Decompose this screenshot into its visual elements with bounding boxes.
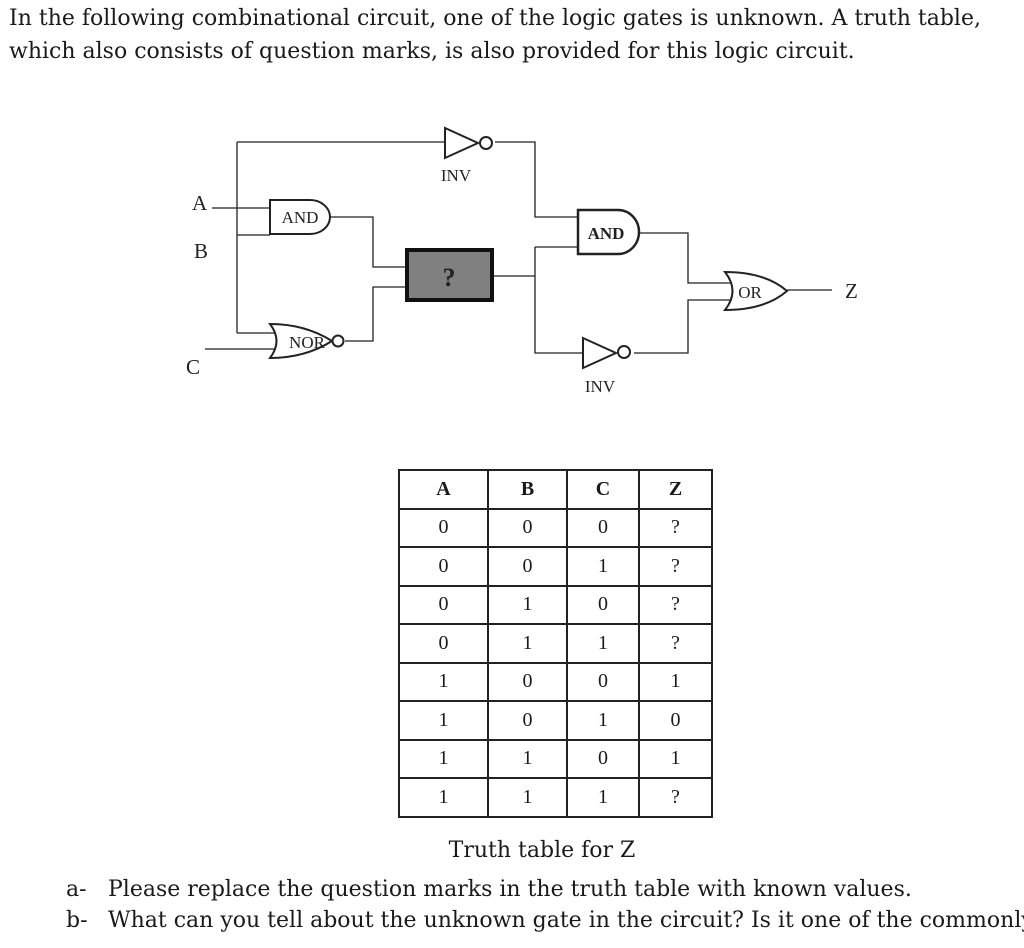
cell-b: 1 bbox=[487, 777, 568, 818]
and-gate-1: AND bbox=[269, 199, 331, 235]
cell-a: 0 bbox=[398, 507, 489, 548]
table-row: 0 0 1 ? bbox=[398, 546, 713, 587]
cell-c: 1 bbox=[566, 546, 640, 587]
and-gate-1-label: AND bbox=[282, 208, 319, 227]
cell-z: 0 bbox=[638, 700, 713, 741]
nor-gate-1-label: NOR bbox=[289, 333, 326, 352]
cell-b: 0 bbox=[487, 507, 568, 548]
cell-b: 0 bbox=[487, 700, 568, 741]
problem-intro: In the following combinational circuit, … bbox=[9, 6, 981, 64]
or-gate: OR bbox=[722, 270, 789, 312]
question-a: a- Please replace the question marks in … bbox=[66, 874, 1016, 905]
cell-z: 1 bbox=[638, 661, 713, 702]
cell-b: 0 bbox=[487, 661, 568, 702]
cell-z: ? bbox=[638, 584, 713, 625]
and-gate-2: AND bbox=[576, 208, 641, 256]
cell-a: 0 bbox=[398, 623, 489, 664]
question-a-text: Please replace the question marks in the… bbox=[108, 877, 912, 902]
question-b-text: What can you tell about the unknown gate… bbox=[108, 908, 1024, 933]
inverter-top: INV bbox=[441, 126, 493, 185]
cell-a: 1 bbox=[398, 738, 489, 779]
inverter-bottom-label: INV bbox=[585, 377, 616, 396]
cell-z: 1 bbox=[638, 738, 713, 779]
circuit-wires bbox=[205, 141, 832, 354]
cell-a: 1 bbox=[398, 661, 489, 702]
unknown-gate: ? bbox=[405, 248, 494, 302]
cell-z: ? bbox=[638, 623, 713, 664]
table-row: 1 0 0 1 bbox=[398, 661, 713, 702]
table-row: 0 0 0 ? bbox=[398, 507, 713, 548]
question-list: a- Please replace the question marks in … bbox=[66, 874, 1024, 936]
cell-z: ? bbox=[638, 546, 713, 587]
header-z: Z bbox=[638, 469, 713, 510]
cell-b: 0 bbox=[487, 546, 568, 587]
cell-a: 1 bbox=[398, 700, 489, 741]
inverter-bottom: INV bbox=[582, 336, 631, 396]
question-a-marker: a- bbox=[66, 877, 87, 902]
header-c: C bbox=[566, 469, 640, 510]
nor-gate-1: NOR bbox=[267, 322, 345, 360]
table-row: 1 0 1 0 bbox=[398, 700, 713, 741]
cell-c: 1 bbox=[566, 700, 640, 741]
cell-a: 0 bbox=[398, 584, 489, 625]
cell-c: 0 bbox=[566, 584, 640, 625]
cell-c: 0 bbox=[566, 507, 640, 548]
table-row: 1 1 0 1 bbox=[398, 738, 713, 779]
cell-z: ? bbox=[638, 507, 713, 548]
truth-table-header-row: A B C Z bbox=[398, 469, 713, 510]
cell-c: 1 bbox=[566, 623, 640, 664]
cell-b: 1 bbox=[487, 738, 568, 779]
cell-c: 1 bbox=[566, 777, 640, 818]
table-row: 1 1 1 ? bbox=[398, 777, 713, 818]
output-z-label: Z bbox=[845, 279, 858, 303]
header-b: B bbox=[487, 469, 568, 510]
inverter-top-label: INV bbox=[441, 166, 472, 185]
cell-c: 0 bbox=[566, 738, 640, 779]
cell-a: 1 bbox=[398, 777, 489, 818]
unknown-gate-label: ? bbox=[443, 263, 456, 292]
question-b-marker: b- bbox=[66, 908, 88, 933]
question-b: b- What can you tell about the unknown g… bbox=[66, 905, 1024, 936]
input-b-label: B bbox=[194, 239, 208, 263]
table-row: 0 1 0 ? bbox=[398, 584, 713, 625]
header-a: A bbox=[398, 469, 489, 510]
cell-z: ? bbox=[638, 777, 713, 818]
cell-b: 1 bbox=[487, 584, 568, 625]
input-c-label: C bbox=[186, 355, 200, 379]
cell-a: 0 bbox=[398, 546, 489, 587]
truth-table: A B C Z 0 0 0 ? 0 0 1 ? 0 1 0 ? 0 1 1 ? bbox=[398, 469, 713, 818]
and-gate-2-label: AND bbox=[588, 224, 625, 243]
truth-table-caption: Truth table for Z bbox=[448, 838, 636, 863]
input-a-label: A bbox=[192, 191, 208, 215]
table-row: 0 1 1 ? bbox=[398, 623, 713, 664]
cell-c: 0 bbox=[566, 661, 640, 702]
cell-b: 1 bbox=[487, 623, 568, 664]
or-gate-label: OR bbox=[738, 283, 762, 302]
